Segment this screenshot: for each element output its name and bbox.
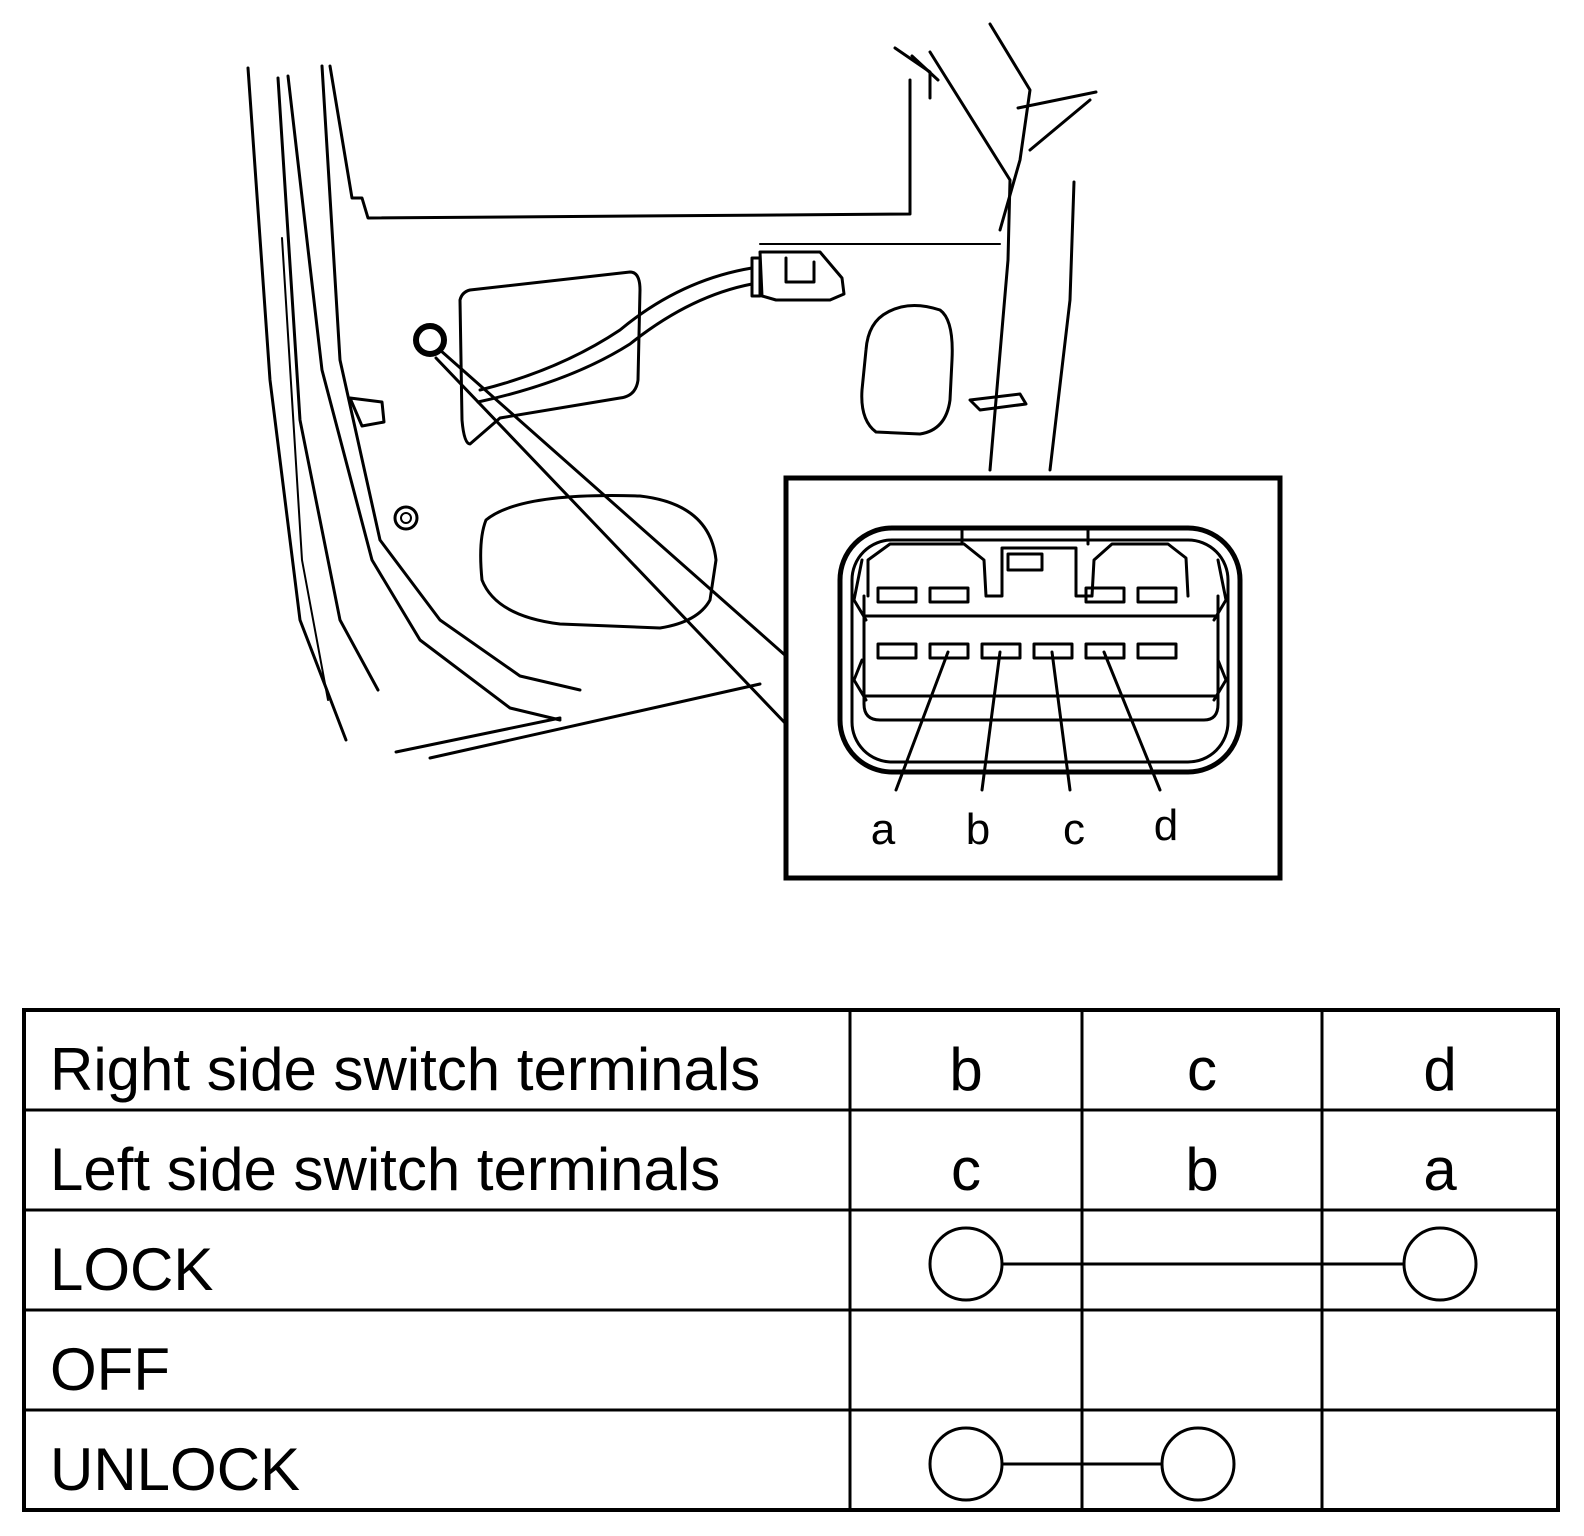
right-terminal-2: c [1187,1036,1217,1103]
left-terminal-3: a [1423,1136,1457,1203]
row-label-left-side: Left side switch terminals [50,1136,720,1203]
row-label-unlock: UNLOCK [50,1436,300,1503]
left-terminal-1: c [951,1136,981,1203]
lock-continuity-circle [1402,1226,1478,1302]
terminal-label-c: c [1063,805,1085,854]
lock-continuity-circle [928,1226,1004,1302]
terminal-label-d: d [1154,801,1178,850]
row-label-off: OFF [50,1336,170,1403]
continuity-marks [928,1226,1478,1502]
unlock-continuity-circle [928,1426,1004,1502]
row-label-lock: LOCK [50,1236,213,1303]
continuity-table: Right side switch terminals Left side sw… [22,1008,1560,1512]
connector-inset: a b c d [783,475,1283,881]
right-terminal-1: b [949,1036,982,1103]
unlock-continuity-circle [1160,1426,1236,1502]
inset-frame [783,475,1283,881]
right-terminal-3: d [1423,1036,1456,1103]
switch-location-marker [413,323,447,357]
left-terminal-2: b [1185,1136,1218,1203]
row-label-right-side: Right side switch terminals [50,1036,760,1103]
terminal-label-b: b [966,805,990,854]
door-panel-illustration [246,22,1098,760]
terminal-label-a: a [871,805,896,854]
switch-location-callout [413,323,788,726]
